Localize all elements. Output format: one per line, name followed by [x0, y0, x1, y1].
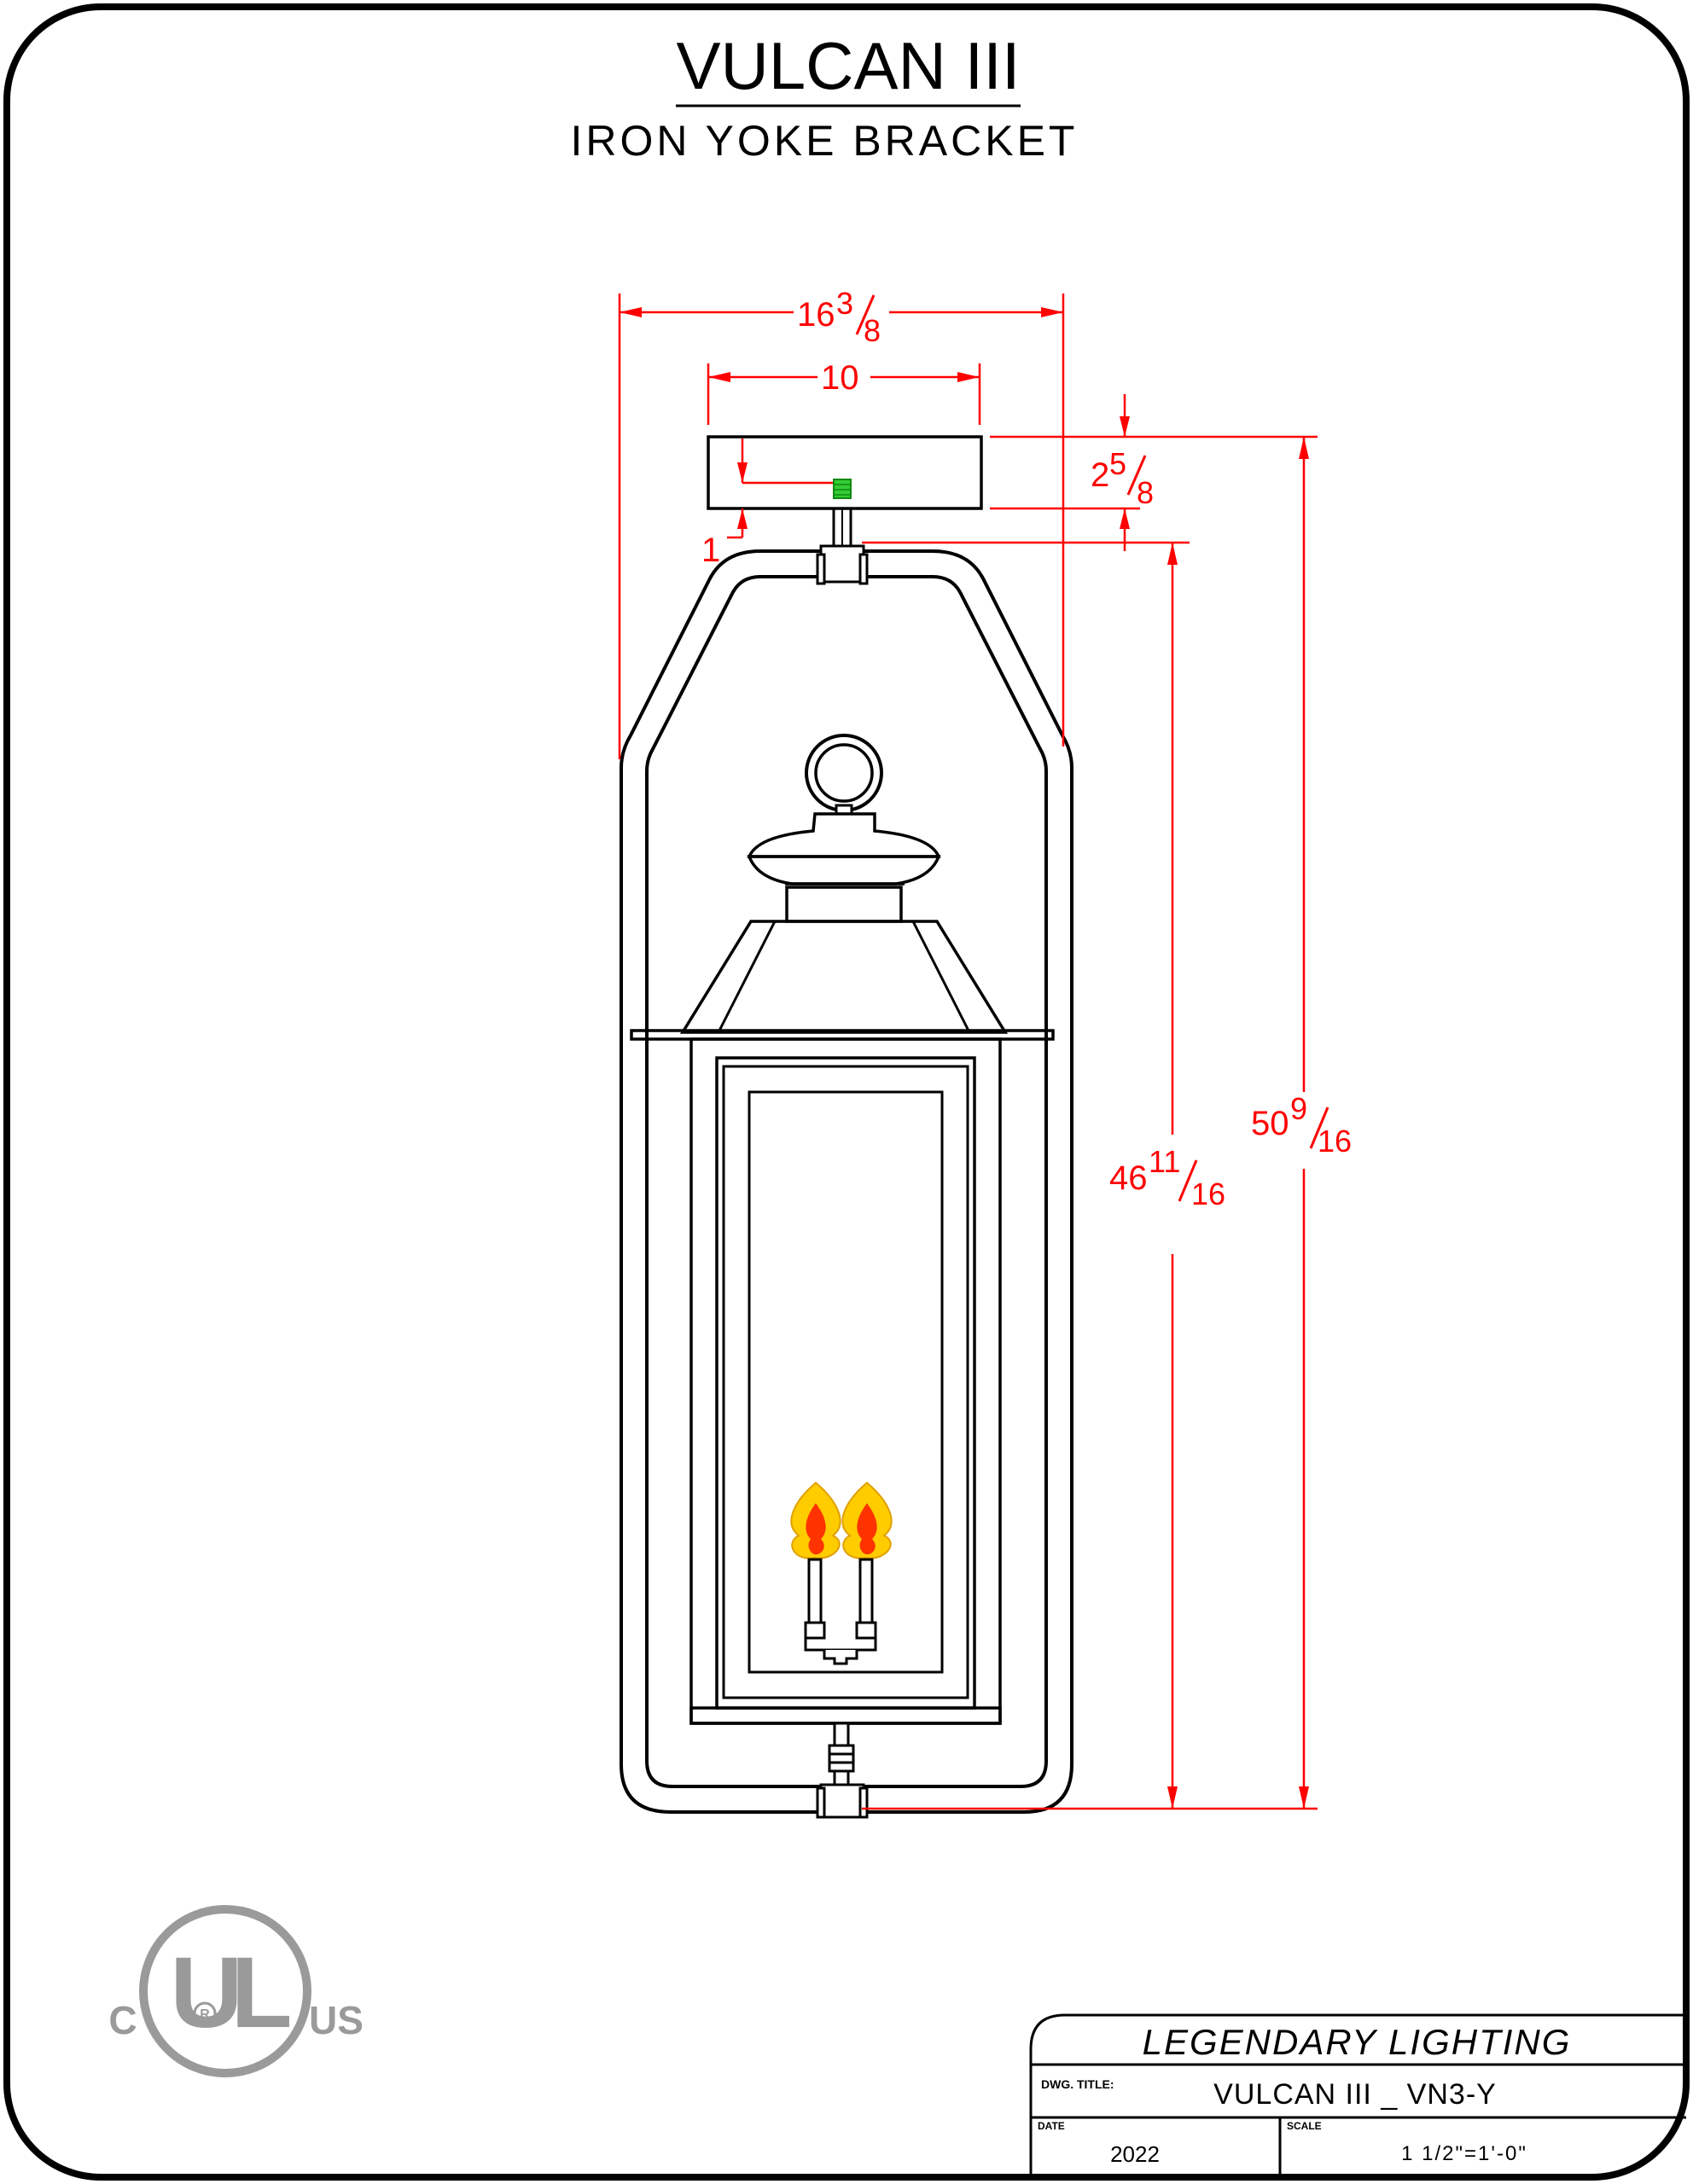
burner-tube-right: [858, 1558, 874, 1624]
yoke-inner: [645, 575, 1048, 1788]
glass-outer: [722, 1065, 969, 1699]
top-coupling: [819, 544, 865, 584]
bottom-valve: [816, 1722, 869, 1819]
gas-nozzle-icon: [833, 479, 852, 499]
dim-width-overall: 16 3 8: [797, 286, 881, 348]
svg-text:16: 16: [1318, 1124, 1352, 1159]
glass-panel: [748, 1090, 944, 1674]
dimension-lines: [618, 293, 1318, 1810]
hanging-ring-outer: [805, 734, 883, 812]
svg-text:16: 16: [797, 296, 835, 334]
dim-arm-offset: 1: [701, 531, 720, 569]
lantern-frame: [715, 1056, 976, 1710]
ul-mark-right: US: [309, 1998, 364, 2042]
chimney-cap: [747, 812, 941, 858]
svg-text:9: 9: [1290, 1091, 1307, 1126]
svg-text:46: 46: [1109, 1159, 1148, 1197]
dwg-title-label: DWG. TITLE:: [1041, 2077, 1114, 2091]
svg-text:3: 3: [836, 286, 853, 321]
sheet-border: [3, 3, 1690, 2181]
title-block: LEGENDARY LIGHTING DWG. TITLE: VULCAN II…: [1029, 2013, 1686, 2177]
drawing-subtitle: IRON YOKE BRACKET: [571, 117, 1079, 165]
scale-label: SCALE: [1287, 2120, 1322, 2132]
svg-text:5: 5: [1109, 446, 1126, 481]
ul-mark-text: UL: [170, 1937, 289, 2049]
fixture-drawing: [620, 435, 1073, 1814]
dwg-title-value: VULCAN III _ VN3-Y: [1213, 2078, 1497, 2111]
dim-plate-height: 2 5 8: [1091, 446, 1154, 510]
yoke-outer: [620, 549, 1073, 1814]
svg-text:2: 2: [1091, 456, 1109, 494]
flame-left-icon: [790, 1481, 841, 1560]
dim-height-fixture: 46 11 16: [1109, 1144, 1225, 1211]
scale-value: 1 1/2"=1'-0": [1401, 2142, 1527, 2165]
date-value: 2022: [1110, 2141, 1160, 2167]
lantern-body: [689, 1037, 1002, 1725]
company-name: LEGENDARY LIGHTING: [1143, 2022, 1572, 2062]
ul-registered-mark: R: [200, 2007, 210, 2022]
burner-assembly: [790, 1481, 893, 1665]
dim-height-overall: 50 9 16: [1251, 1091, 1352, 1159]
svg-text:11: 11: [1149, 1144, 1180, 1179]
hanging-ring-inner: [814, 743, 874, 803]
ul-certification-mark: UL R C US: [108, 1905, 364, 2077]
roof-outer: [679, 920, 1009, 1034]
svg-text:16: 16: [1191, 1176, 1225, 1211]
flame-right-icon: [841, 1481, 893, 1560]
drawing-title: VULCAN III: [676, 28, 1020, 103]
burner-tube-left: [807, 1558, 823, 1624]
title-block-frame: [1029, 2013, 1686, 2177]
svg-text:50: 50: [1251, 1105, 1289, 1142]
chimney-collar: [785, 886, 903, 923]
bottom-coupling: [819, 1783, 865, 1819]
roof-inner: [717, 921, 971, 1033]
lantern-base: [689, 1706, 1002, 1725]
dim-width-plate: 10: [821, 359, 859, 397]
ul-mark-left: C: [108, 1998, 137, 2042]
svg-text:8: 8: [864, 313, 881, 348]
svg-text:8: 8: [1137, 475, 1154, 510]
date-label: DATE: [1038, 2120, 1065, 2132]
burner-manifold: [823, 1650, 858, 1665]
